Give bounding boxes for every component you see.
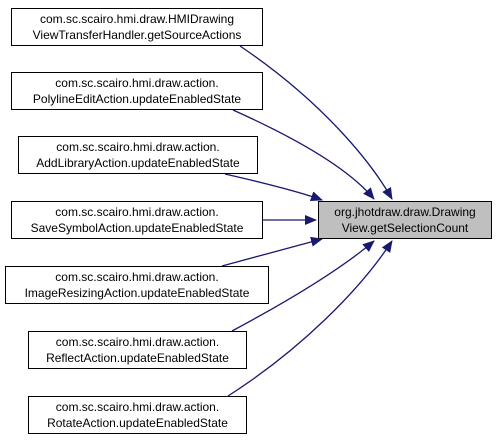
node-label-line2: SaveSymbolAction.updateEnabledState — [30, 221, 244, 235]
node-label-line1: com.sc.scairo.hmi.draw.HMIDrawing — [39, 12, 235, 26]
edge-from-caller-6 — [227, 240, 393, 397]
edge-from-caller-1 — [232, 109, 375, 200]
target-label-line2: View.getSelectionCount — [341, 221, 469, 235]
node-label-line1: com.sc.scairo.hmi.draw.action. — [55, 76, 219, 90]
caller-node-reflect-action[interactable]: com.sc.scairo.hmi.draw.action. ReflectAc… — [28, 331, 247, 369]
node-label-line2: ViewTransferHandler.getSourceActions — [32, 28, 242, 42]
caller-node-polyline-edit-action[interactable]: com.sc.scairo.hmi.draw.action. PolylineE… — [11, 72, 263, 110]
caller-node-hmi-drawing-view-transfer-handler[interactable]: com.sc.scairo.hmi.draw.HMIDrawing ViewTr… — [11, 8, 263, 46]
edge-from-caller-0 — [239, 45, 393, 200]
caller-node-add-library-action[interactable]: com.sc.scairo.hmi.draw.action. AddLibrar… — [18, 136, 258, 174]
node-label-line1: com.sc.scairo.hmi.draw.action. — [56, 140, 220, 154]
edge-from-caller-5 — [231, 240, 375, 332]
caller-node-rotate-action[interactable]: com.sc.scairo.hmi.draw.action. RotateAct… — [28, 396, 247, 434]
node-label-line1: com.sc.scairo.hmi.draw.action. — [55, 400, 220, 414]
node-label-line2: RotateAction.updateEnabledState — [47, 416, 228, 430]
node-label-line2: ReflectAction.updateEnabledState — [46, 351, 229, 365]
caller-node-save-symbol-action[interactable]: com.sc.scairo.hmi.draw.action. SaveSymbo… — [11, 201, 263, 239]
edge-from-caller-4 — [221, 236, 323, 267]
node-label-line2: ImageResizingAction.updateEnabledState — [24, 286, 250, 300]
node-label-line1: com.sc.scairo.hmi.draw.action. — [55, 270, 219, 284]
edge-from-caller-2 — [224, 173, 323, 201]
node-label-line2: AddLibraryAction.updateEnabledState — [36, 156, 240, 170]
target-label-line1: org.jhotdraw.draw.Drawing — [334, 205, 476, 219]
node-label-line1: com.sc.scairo.hmi.draw.action. — [55, 205, 219, 219]
caller-node-image-resizing-action[interactable]: com.sc.scairo.hmi.draw.action. ImageResi… — [5, 266, 269, 304]
target-node-get-selection-count[interactable]: org.jhotdraw.draw.Drawing View.getSelect… — [318, 201, 492, 239]
node-label-line1: com.sc.scairo.hmi.draw.action. — [55, 335, 220, 349]
node-label-line2: PolylineEditAction.updateEnabledState — [32, 92, 242, 106]
